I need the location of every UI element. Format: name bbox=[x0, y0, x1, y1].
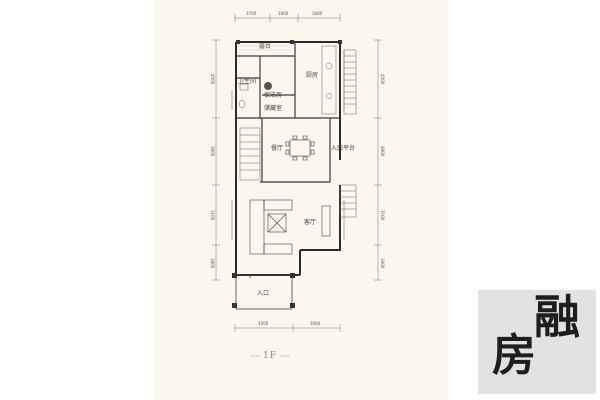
seal-char-bottom: 房 bbox=[492, 330, 536, 381]
living-sofa bbox=[249, 199, 331, 255]
dim-left-1: 4500 bbox=[210, 74, 215, 85]
floor-label: 1F bbox=[263, 351, 277, 361]
columns bbox=[232, 40, 342, 308]
room-label-storage2: 储藏室 bbox=[264, 105, 283, 112]
dining-table bbox=[285, 135, 315, 161]
dim-right-1: 4500 bbox=[380, 74, 385, 85]
plan-paper bbox=[153, 0, 449, 400]
bathroom-fixtures bbox=[238, 83, 249, 109]
seal-stamp: 融 房 bbox=[478, 290, 596, 394]
dim-bottom-1: 4500 bbox=[258, 321, 269, 326]
interior-stairs bbox=[239, 127, 261, 181]
dim-right-4: 1800 bbox=[380, 258, 385, 269]
room-label-entrance: 入口 bbox=[257, 290, 270, 297]
entry-porch bbox=[235, 274, 293, 310]
dim-top-3: 3000 bbox=[312, 11, 323, 16]
room-label-terrace: 露台 bbox=[259, 43, 272, 50]
room-label-entry-platform: 入口平台 bbox=[331, 145, 356, 152]
exterior-stairs-bottom bbox=[339, 184, 357, 218]
dim-right-2: 4800 bbox=[380, 146, 385, 157]
dim-top-2: 1800 bbox=[278, 11, 289, 16]
dim-right-3: 3100 bbox=[380, 210, 385, 221]
dim-left-4: 1800 bbox=[210, 258, 215, 269]
kitchen-counter bbox=[321, 45, 337, 115]
terrace-hatch bbox=[240, 45, 290, 51]
room-label-storage: 保洁房 bbox=[264, 92, 283, 99]
room-label-kitchen: 厨房 bbox=[306, 72, 319, 79]
exterior-walls bbox=[235, 41, 341, 276]
dimension-lines bbox=[212, 14, 382, 332]
dim-top-1: 3700 bbox=[246, 11, 257, 16]
dim-left-3: 3100 bbox=[210, 210, 215, 221]
storage-fixture bbox=[264, 82, 272, 90]
interior-walls bbox=[236, 42, 340, 183]
room-label-living: 客厅 bbox=[304, 219, 317, 226]
dim-bottom-2: 3000 bbox=[310, 321, 321, 326]
seal-char-top: 融 bbox=[534, 290, 580, 344]
exterior-stairs-top bbox=[343, 49, 357, 115]
room-label-bathroom: 卫生间 bbox=[238, 78, 257, 85]
dim-left-2: 3600 bbox=[210, 146, 215, 157]
room-label-dining: 餐厅 bbox=[271, 145, 284, 152]
